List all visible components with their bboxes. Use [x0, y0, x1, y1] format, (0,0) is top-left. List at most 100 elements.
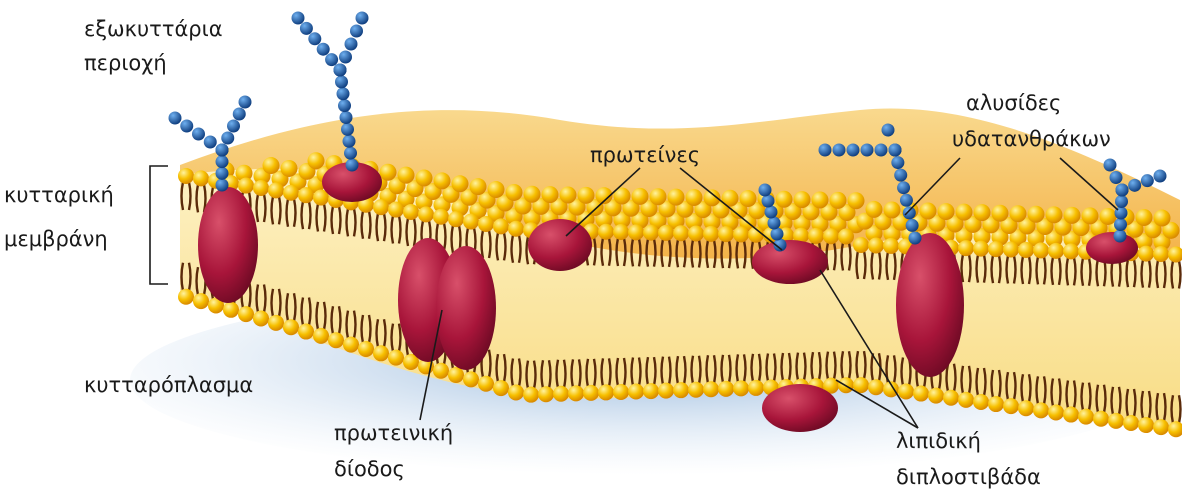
sugar-bead	[334, 64, 347, 77]
sugar-bead	[759, 184, 772, 197]
lipid-head	[830, 192, 847, 209]
lipid-head	[598, 384, 614, 400]
lipid-head	[668, 189, 685, 206]
sugar-bead	[337, 87, 350, 100]
lipid-head	[650, 188, 667, 205]
sugar-bead	[771, 228, 784, 241]
lipid-head	[883, 238, 899, 254]
lipid-head	[1064, 207, 1081, 224]
sugar-bead	[762, 195, 775, 208]
lipid-head	[388, 202, 404, 218]
lipid-head	[884, 201, 901, 218]
sugar-bead	[343, 135, 356, 148]
lipid-head	[380, 164, 397, 181]
sugar-bead	[861, 144, 874, 157]
lipid-head	[794, 191, 811, 208]
sugar-bead	[338, 99, 351, 112]
lipid-head	[1003, 242, 1019, 258]
lipid-head	[373, 199, 389, 215]
lipid-head	[283, 185, 299, 201]
lipid-head	[373, 345, 389, 361]
lipid-head	[1093, 411, 1109, 427]
peripheral-protein	[1086, 232, 1138, 264]
lipid-head	[1018, 400, 1034, 416]
lipid-head	[673, 225, 689, 241]
sugar-bead	[216, 179, 229, 192]
lipid-head	[733, 226, 749, 242]
membrane-label-1: κυτταρική	[4, 183, 114, 207]
lipid-head	[434, 172, 451, 189]
lipid-head	[1046, 206, 1063, 223]
sugar-bead	[847, 144, 860, 157]
lipid-head	[643, 225, 659, 241]
lipid-head	[1048, 243, 1064, 259]
sugar-bead	[300, 22, 313, 35]
inner-peripheral-protein	[762, 384, 838, 432]
sugar-bead	[216, 144, 229, 157]
lipid-head	[238, 306, 254, 322]
lipid-head	[1153, 246, 1169, 262]
lipid-head	[253, 310, 269, 326]
lipid-head	[938, 203, 955, 220]
lipid-head	[988, 396, 1004, 412]
lipid-head	[808, 228, 824, 244]
lipid-head	[686, 189, 703, 206]
sugar-bead	[335, 75, 348, 88]
lipid-head	[568, 385, 584, 401]
lipid-head	[974, 204, 991, 221]
extracellular-label-2: περιοχή	[84, 51, 167, 75]
sugar-bead	[897, 181, 910, 194]
lipid-head	[1048, 404, 1064, 420]
lipid-head	[643, 383, 659, 399]
lipid-head	[1154, 210, 1171, 227]
lipid-head	[524, 186, 541, 203]
lipid-head	[433, 209, 449, 225]
sugar-bead	[1116, 184, 1129, 197]
lipid-head	[673, 382, 689, 398]
lipid-head	[943, 390, 959, 406]
lipid-head	[718, 381, 734, 397]
lipid-head	[488, 181, 505, 198]
protein-channel	[398, 238, 496, 370]
lipid-head	[298, 187, 314, 203]
lipid-head	[1100, 208, 1117, 225]
lipid-head	[1010, 205, 1027, 222]
sugar-bead	[1110, 171, 1123, 184]
sugar-bead	[308, 32, 321, 45]
lipid-head	[178, 168, 194, 184]
lipid-head	[238, 178, 254, 194]
lipid-head	[1018, 242, 1034, 258]
sugar-bead	[192, 128, 205, 141]
lipid-head	[343, 337, 359, 353]
sugar-bead	[1114, 230, 1127, 243]
lipid-head	[463, 371, 479, 387]
sugar-bead	[906, 219, 919, 232]
lipid-head	[268, 315, 284, 331]
lipid-head	[1033, 402, 1049, 418]
lipid-head	[281, 160, 298, 177]
lipid-head	[718, 226, 734, 242]
sugar-bead	[341, 123, 354, 136]
lipid-head	[956, 204, 973, 221]
proteins-label: πρωτείνες	[590, 143, 700, 167]
sugar-bead	[346, 159, 359, 172]
lipid-head	[748, 380, 764, 396]
lipid-head	[1082, 207, 1099, 224]
lipid-head	[703, 226, 719, 242]
lipid-head	[178, 289, 194, 305]
lipid-head	[1078, 409, 1094, 425]
lipid-head	[988, 241, 1004, 257]
sugar-bead	[340, 111, 353, 124]
lipid-head	[508, 384, 524, 400]
lipid-head	[868, 237, 884, 253]
lipid-head	[560, 186, 577, 203]
lipid-head	[866, 201, 883, 218]
transmembrane-protein	[896, 233, 964, 377]
lipid-head	[1138, 417, 1154, 433]
sugar-bead	[204, 136, 217, 149]
lipid-head	[448, 211, 464, 227]
peripheral-protein	[752, 240, 828, 284]
channel-label-1: πρωτεινική	[334, 421, 453, 445]
sugar-bead	[1128, 179, 1141, 192]
